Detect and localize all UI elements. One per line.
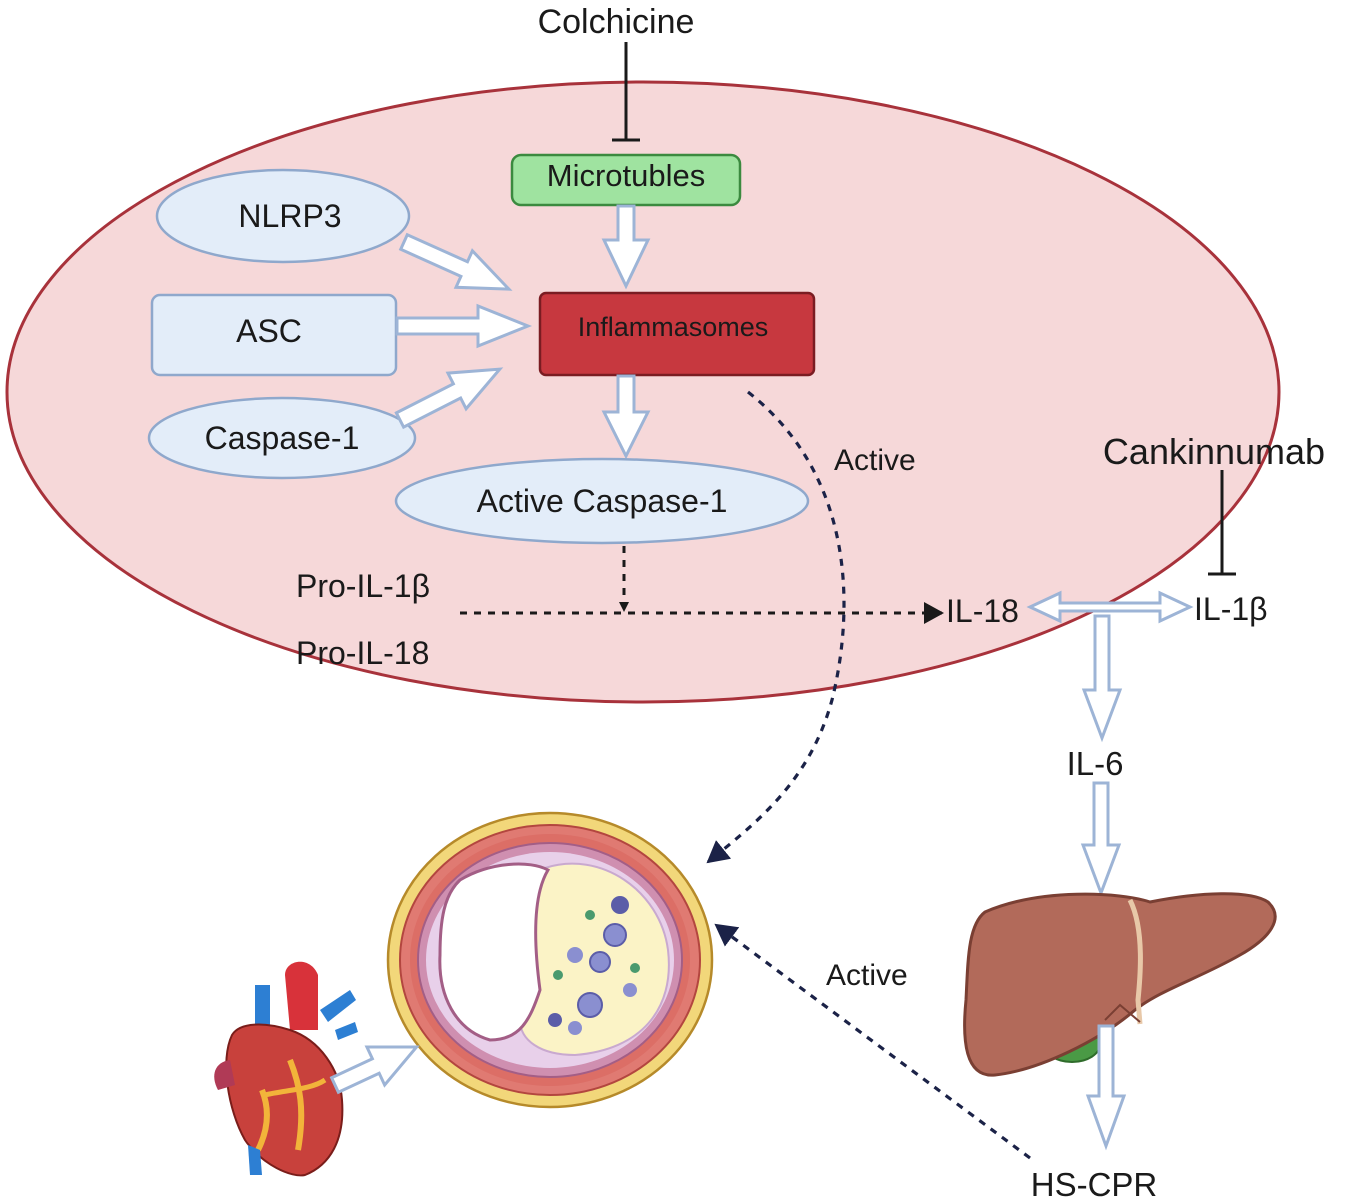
- asc-label: ASC: [236, 313, 302, 349]
- active-label-top: Active: [834, 444, 916, 477]
- artery-cross-section: [386, 811, 714, 1109]
- caspase1-node: [147, 396, 417, 480]
- microtubles-label: Microtubles: [547, 158, 706, 193]
- liver-to-hscpr-arrow: [1085, 1024, 1127, 1151]
- liver-illustration: [963, 892, 1277, 1077]
- caspase1-to-inflammasomes-arrow: [394, 367, 504, 430]
- colchicine-inhibition-line: [612, 42, 640, 142]
- pro-il1b-label: Pro-IL-1β: [296, 568, 430, 604]
- inflammasomes-to-active-caspase-arrow: [601, 374, 651, 460]
- hscpr-to-artery-dashed-arrow: [714, 923, 1031, 1160]
- inflammasomes-label: Inflammasomes: [578, 312, 769, 342]
- il6-to-liver-arrow: [1080, 781, 1122, 898]
- microtubles-to-inflammasomes-arrow: [601, 204, 651, 290]
- pro-il18-label: Pro-IL-18: [296, 635, 429, 671]
- hscpr-label: HS-CPR: [1031, 1166, 1158, 1203]
- canakinumab-inhibition-line: [1208, 470, 1236, 576]
- il18-label: IL-18: [946, 593, 1019, 629]
- active-caspase1-label: Active Caspase-1: [477, 483, 728, 519]
- il1b-label: IL-1β: [1194, 591, 1268, 627]
- il-to-il6-arrow: [1081, 614, 1123, 743]
- inflammasomes-node: [538, 291, 816, 377]
- active-label-bottom: Active: [826, 959, 908, 992]
- canakinumab-label: Cankinnumab: [1103, 431, 1325, 472]
- asc-to-inflammasomes-arrow: [395, 303, 533, 349]
- caspase1-label: Caspase-1: [205, 420, 360, 456]
- nlrp3-label: NLRP3: [238, 198, 341, 234]
- nlrp3-to-inflammasomes-arrow: [398, 232, 513, 291]
- il18-il1b-double-arrow: [1026, 590, 1194, 624]
- colchicine-label: Colchicine: [538, 3, 695, 41]
- heart-to-artery-arrow: [329, 1045, 420, 1095]
- active-caspase1-node: [394, 457, 810, 545]
- nlrp3-node: [155, 168, 411, 264]
- heart-illustration: [214, 961, 358, 1177]
- il6-label: IL-6: [1067, 745, 1124, 782]
